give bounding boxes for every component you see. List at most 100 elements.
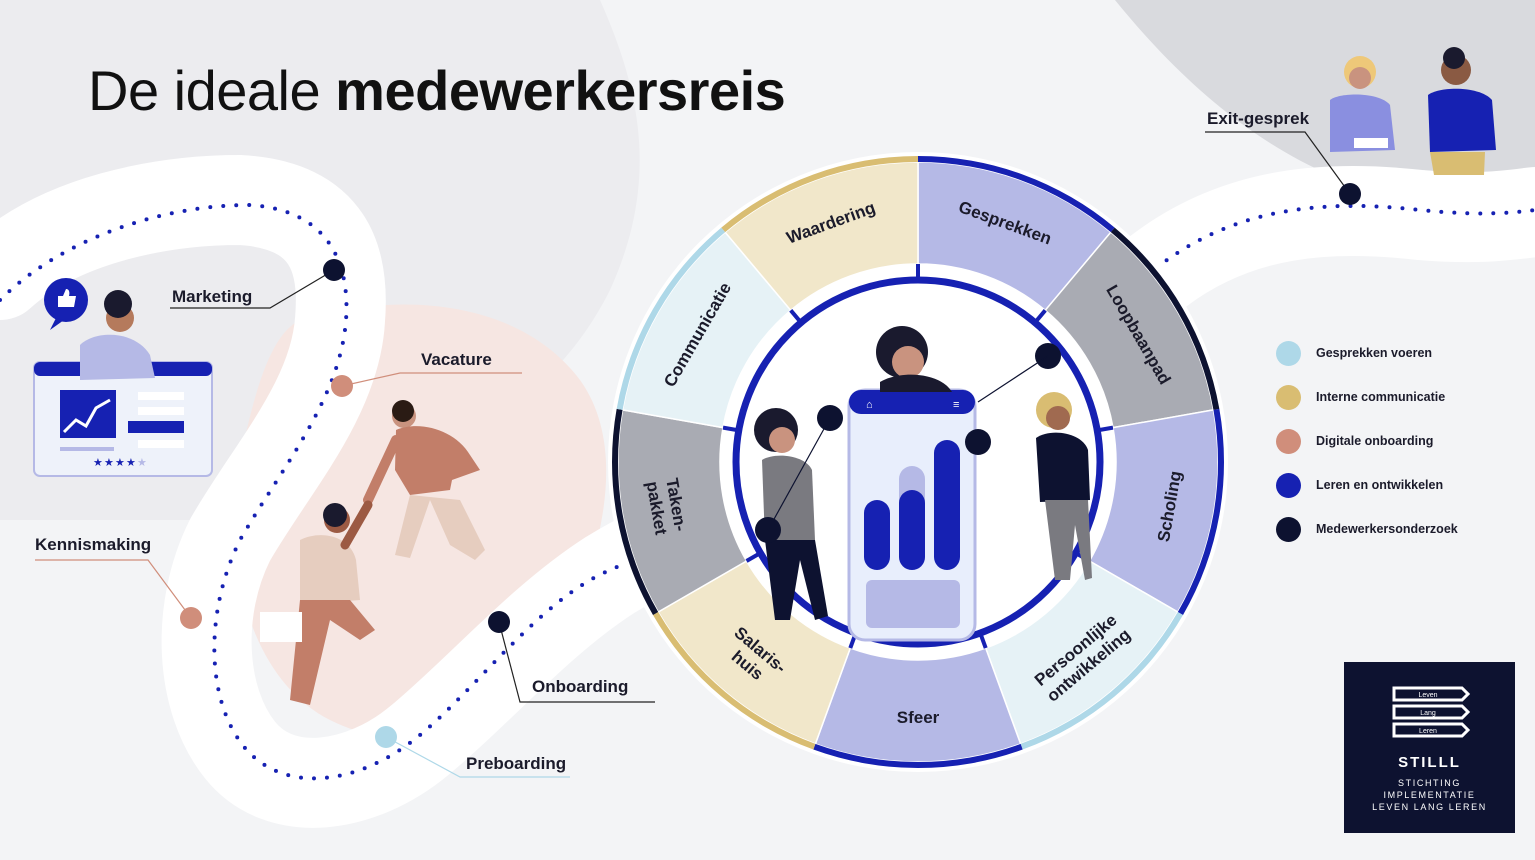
person-right-legs [395, 495, 485, 560]
page-title-light: De ideale [88, 59, 336, 122]
exit-people-illustration [1330, 47, 1496, 175]
label-exit-gesprek: Exit-gesprek [1207, 109, 1310, 128]
wheel-tick [722, 425, 740, 433]
listing-rating: ★ ★ ★ ★ ★ [93, 457, 147, 469]
exit-man-body [1428, 88, 1496, 152]
listing-chart-line [62, 398, 111, 434]
wheel-segments [617, 161, 1219, 763]
listing-selected-row [128, 421, 184, 433]
label-marketing: Marketing [172, 287, 253, 306]
listing-line-2 [138, 407, 184, 415]
wheel-ticks [722, 264, 1114, 649]
legend-label: Digitale onboarding [1316, 434, 1434, 448]
hr-wheel: GesprekkenLoopbaanpadScholingPersoonlijk… [608, 152, 1228, 772]
legend-label: Medewerkersonderzoek [1316, 522, 1458, 536]
exit-marker [1339, 183, 1361, 205]
logo-subtitle-line: IMPLEMENTATIE [1383, 790, 1476, 800]
legend-dot [1276, 384, 1301, 410]
right-ball-2 [965, 429, 991, 455]
label-kennismaking: Kennismaking [35, 535, 152, 554]
kennismaking-marker [180, 607, 202, 629]
exit-woman-body [1330, 94, 1395, 152]
phone-bar-1 [864, 500, 890, 570]
person-right-jacket [395, 426, 480, 495]
phone-bar-3 [934, 440, 960, 570]
stilll-logo: Leven Lang Leren STILLL STICHTING IMPLEM… [1344, 662, 1515, 833]
label-onboarding: Onboarding [532, 677, 629, 696]
logo-subtitle-line: LEVEN LANG LEREN [1372, 802, 1487, 812]
marketing-person-torso [80, 334, 155, 380]
legend-label: Gesprekken voeren [1316, 346, 1433, 360]
marketing-illustration: ★ ★ ★ ★ ★ [33, 278, 213, 477]
wheel-segment [814, 647, 1022, 763]
books-logo-icon: Leven Lang Leren [1392, 686, 1471, 738]
wheel-tick [789, 309, 803, 324]
label-vacature: Vacature [421, 350, 492, 369]
legend-dot [1276, 428, 1301, 454]
wheel-segment-rim [813, 743, 1023, 769]
marketing-marker [323, 259, 345, 281]
right-person-body [1036, 432, 1090, 502]
wheel-segment-label: Sfeer [897, 708, 940, 727]
listing-line-1 [138, 392, 184, 400]
legend-item: Leren en ontwikkelen [1276, 472, 1443, 498]
helping-people-illustration [260, 400, 485, 705]
phone-footer-card [866, 580, 960, 628]
rating-star-icon: ★ [115, 457, 125, 469]
logo-book-label: Leren [1419, 728, 1437, 735]
legend-item: Digitale onboarding [1276, 428, 1433, 454]
listing-chart-box [60, 390, 116, 438]
onboarding-marker [488, 611, 510, 633]
onboarding-leader-line [498, 621, 655, 703]
listing-progress [60, 447, 114, 451]
legend-label: Interne communicatie [1316, 390, 1446, 404]
marketing-leader-line [170, 269, 335, 309]
phone-header [849, 390, 975, 414]
person-left-legs [290, 600, 375, 705]
center-person-face [892, 346, 924, 378]
label-preboarding: Preboarding [466, 754, 567, 773]
person-left-shirt [300, 535, 360, 605]
wheel-segment-rim [1177, 408, 1224, 615]
logo-subtitle-line: STICHTING [1398, 778, 1461, 788]
vacature-leader-line [341, 372, 522, 387]
exit-leader-line [1205, 131, 1351, 195]
phone-bar-2 [899, 490, 925, 570]
home-icon: ⌂ [866, 399, 873, 411]
legend-dot [1276, 472, 1301, 498]
legend-dot [1276, 340, 1301, 366]
page-title: De ideale medewerkersreis [88, 58, 786, 123]
rating-star-icon: ★ [137, 457, 147, 469]
logo-book-label: Lang [1420, 710, 1436, 717]
rating-star-icon: ★ [126, 457, 136, 469]
rating-star-icon: ★ [104, 457, 114, 469]
legend-dot [1276, 516, 1301, 542]
wheel-tick [745, 551, 762, 563]
preboarding-marker [375, 726, 397, 748]
legend-label: Leren en ontwikkelen [1316, 478, 1444, 492]
kennismaking-leader-line [35, 559, 192, 619]
wheel-center-illustration: ⌂ ≡ [754, 326, 1092, 642]
wheel-tick [978, 632, 988, 649]
vacature-marker [331, 375, 353, 397]
legend-item: Gesprekken voeren [1276, 340, 1432, 366]
wheel-tick [1096, 425, 1114, 433]
menu-icon: ≡ [953, 399, 959, 411]
logo-book-label: Leven [1418, 692, 1437, 699]
briefcase [260, 612, 302, 642]
thumbs-up-icon [58, 289, 76, 307]
wheel-segment-rim [612, 408, 659, 615]
wheel-tick [1033, 309, 1047, 324]
journey-route-dotted [0, 202, 1535, 781]
marketing-person-hair [104, 290, 132, 318]
logo-name: STILLL [1398, 754, 1461, 771]
legend-item: Medewerkersonderzoek [1276, 516, 1458, 542]
legend-item: Interne communicatie [1276, 384, 1445, 410]
rating-star-icon: ★ [93, 457, 103, 469]
listing-line-3 [138, 440, 184, 448]
preboarding-leader-line [385, 736, 570, 778]
wheel-rims [612, 156, 1224, 769]
page-title-bold: medewerkersreis [335, 59, 786, 122]
